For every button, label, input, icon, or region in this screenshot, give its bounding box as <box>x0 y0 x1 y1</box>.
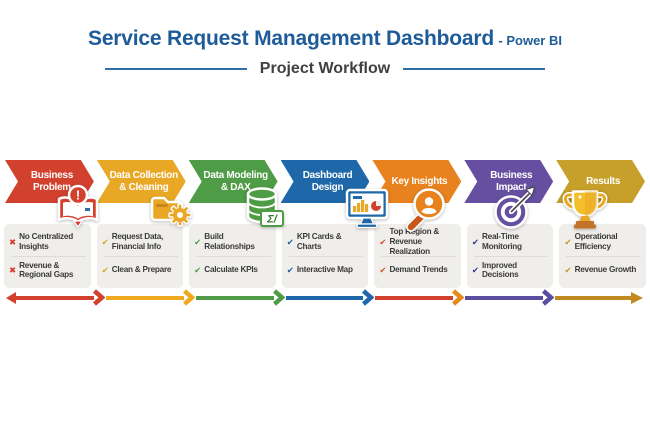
bullet-text: Calculate KPIs <box>204 265 258 275</box>
stage-card-business-problem: ✖ No Centralized Insights ✖ Revenue & Re… <box>4 224 91 288</box>
check-marker-icon: ✔ <box>286 236 294 247</box>
stage-label: Business Problem <box>30 169 73 193</box>
card-divider <box>288 255 364 257</box>
header: Service Request Management Dashboard - P… <box>0 0 650 78</box>
timeline-arrowhead-6 <box>542 289 555 306</box>
stage-card-dashboard-design: ✔ KPI Cards & Charts ✔ Interactive Map <box>281 224 369 288</box>
bullet-item: ✖ No Centralized Insights <box>9 228 88 256</box>
cross-marker-icon: ✖ <box>9 265 17 275</box>
bullet-text: Interactive Map <box>296 265 353 275</box>
bullet-item: ✔ Calculate KPIs <box>194 257 273 285</box>
bullet-text: Revenue Growth <box>574 265 637 275</box>
timeline-arrow <box>6 289 644 306</box>
check-marker-icon: ✔ <box>471 265 480 275</box>
check-marker-icon: ✔ <box>101 265 109 275</box>
check-marker-icon: ✔ <box>471 236 480 247</box>
page-title-suffix: - Power BI <box>498 33 562 48</box>
bullet-item: ✔ Interactive Map <box>287 257 366 285</box>
timeline-segment-5 <box>375 295 454 300</box>
book-alert-icon: ! <box>53 184 103 234</box>
stage-cards-row: ✖ No Centralized Insights ✖ Revenue & Re… <box>4 224 647 288</box>
bullet-item: ✔ Demand Trends <box>379 257 458 285</box>
subtitle-rule-right <box>403 68 546 70</box>
stage-label: Results <box>586 175 621 187</box>
bullet-text: Demand Trends <box>389 265 448 275</box>
stage-card-results: ✔ Operational Efficiency ✔ Revenue Growt… <box>559 224 647 288</box>
subtitle: Project Workflow <box>259 60 391 77</box>
timeline-segment-4 <box>285 295 364 300</box>
dashboard-monitor-icon <box>342 184 392 234</box>
card-divider <box>473 255 549 257</box>
stage-label: Data Modeling & DAX <box>203 169 268 193</box>
timeline-arrowhead-1 <box>92 289 105 306</box>
card-divider <box>381 255 456 257</box>
bullet-item: ✔ Improved Decisions <box>472 257 551 285</box>
check-marker-icon: ✔ <box>101 236 109 247</box>
bullet-text: Clean & Prepare <box>111 265 172 275</box>
bullet-text: Revenue & Regional Gaps <box>19 260 74 280</box>
timeline-arrowhead-2 <box>182 289 195 306</box>
card-divider <box>566 255 642 257</box>
timeline-arrowhead-4 <box>362 289 375 306</box>
cross-marker-icon: ✖ <box>9 236 17 247</box>
bullet-text: KPI Cards & Charts <box>296 232 342 251</box>
timeline-start-cap <box>6 291 16 304</box>
bullet-text: Request Data, Financial Info <box>111 232 164 251</box>
card-divider <box>196 255 271 257</box>
svg-text:Σ/: Σ/ <box>266 214 278 226</box>
stage-chevron-business-problem: Business Problem <box>5 160 94 203</box>
bullet-text: Real-Time Monitoring <box>482 232 522 251</box>
check-marker-icon: ✔ <box>564 236 572 247</box>
bullet-item: ✖ Revenue & Regional Gaps <box>9 257 88 285</box>
stage-card-key-insights: ✔ Top Region & Revenue Realization ✔ Dem… <box>374 224 461 288</box>
card-divider <box>103 255 179 257</box>
stage-chevron-data-collection: Data Collection & Cleaning <box>97 160 186 203</box>
bullet-item: ✔ Build Relationships <box>194 228 273 256</box>
bullet-item: ✔ Operational Efficiency <box>564 228 643 256</box>
check-marker-icon: ✔ <box>286 265 294 275</box>
check-marker-icon: ✔ <box>564 265 572 275</box>
bullet-text: Build Relationships <box>204 232 255 251</box>
bullet-text: Operational Efficiency <box>574 232 618 251</box>
timeline-end-arrowhead <box>631 291 644 304</box>
subtitle-row: Project Workflow <box>0 60 650 78</box>
database-sigma-icon: Σ/ <box>240 184 290 234</box>
timeline-segment-7 <box>555 295 634 300</box>
stage-label: Data Collection & Cleaning <box>109 169 178 193</box>
card-divider <box>11 255 86 257</box>
bullet-item: ✔ Real-Time Monitoring <box>472 228 551 256</box>
check-marker-icon: ✔ <box>379 265 387 275</box>
timeline-segment-3 <box>195 295 274 300</box>
trophy-icon <box>560 184 610 234</box>
timeline-arrowhead-5 <box>452 289 465 306</box>
check-marker-icon: ✔ <box>194 265 202 275</box>
timeline-segment-6 <box>465 295 544 300</box>
stage-card-business-impact: ✔ Real-Time Monitoring ✔ Improved Decisi… <box>466 224 554 288</box>
folder-gear-icon <box>146 184 196 234</box>
bullet-text: Top Region & Revenue Realization <box>389 227 440 256</box>
check-marker-icon: ✔ <box>194 236 202 247</box>
bullet-item: ✔ Top Region & Revenue Realization <box>379 227 458 256</box>
bullet-item: ✔ KPI Cards & Charts <box>287 228 366 256</box>
stage-label: Key Insights <box>391 175 448 187</box>
magnifier-insight-icon <box>400 184 450 234</box>
target-dart-icon <box>490 184 540 234</box>
svg-text:!: ! <box>76 188 80 203</box>
timeline-segment-2 <box>105 295 184 300</box>
bullet-text: Improved Decisions <box>482 260 519 280</box>
subtitle-rule-left <box>104 68 247 70</box>
check-marker-icon: ✔ <box>379 236 387 247</box>
timeline-arrowhead-3 <box>272 289 285 306</box>
bullet-item: ✔ Request Data, Financial Info <box>102 228 181 256</box>
bullet-text: No Centralized Insights <box>19 232 73 251</box>
page-title: Service Request Management Dashboard <box>88 27 494 50</box>
bullet-item: ✔ Revenue Growth <box>564 257 643 285</box>
stage-card-data-modeling: ✔ Build Relationships ✔ Calculate KPIs <box>189 224 276 288</box>
timeline-segment-1 <box>16 295 94 300</box>
stage-label: Business Impact <box>490 169 533 193</box>
stage-card-data-collection: ✔ Request Data, Financial Info ✔ Clean &… <box>96 224 184 288</box>
stage-label: Dashboard Design <box>302 169 353 193</box>
bullet-item: ✔ Clean & Prepare <box>102 257 181 285</box>
